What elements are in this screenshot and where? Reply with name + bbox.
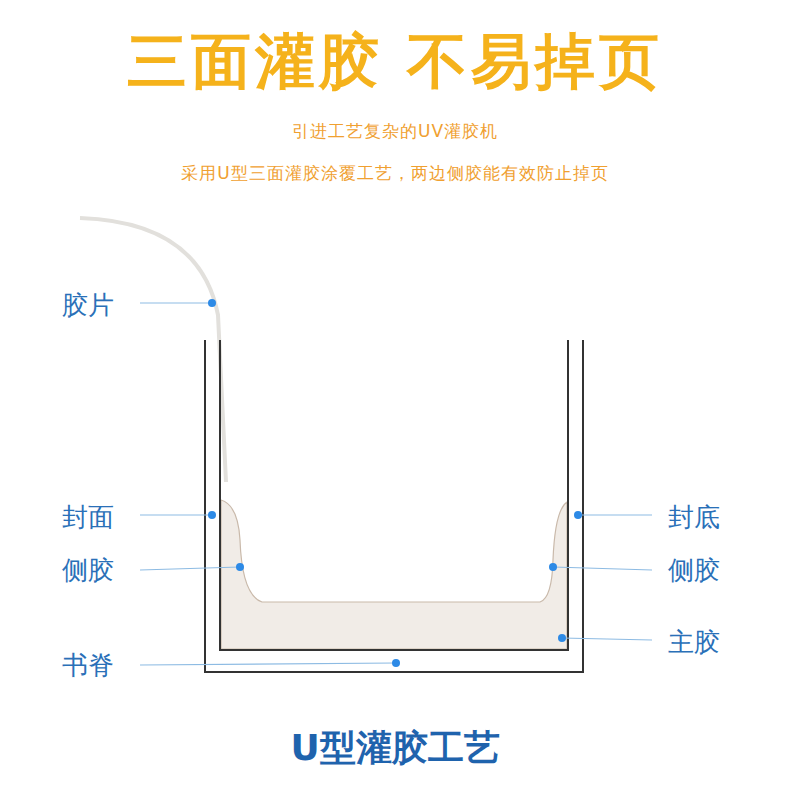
subtitle: 采用U型三面灌胶涂覆工艺，两边侧胶能有效防止掉页 — [181, 162, 608, 185]
part-label: 封面 — [62, 500, 114, 535]
leader-dots — [208, 299, 582, 667]
glue-body — [221, 500, 567, 649]
part-label: 主胶 — [668, 625, 720, 660]
part-label: 封底 — [668, 500, 720, 535]
headline: 三面灌胶 不易掉页 — [127, 22, 664, 103]
caption: U型灌胶工艺 — [290, 724, 499, 773]
part-label: 侧胶 — [62, 553, 114, 588]
leader-lines — [140, 303, 652, 665]
part-label: 书脊 — [62, 648, 114, 683]
subtitle: 引进工艺复杂的UV灌胶机 — [292, 120, 498, 143]
part-label: 侧胶 — [668, 553, 720, 588]
part-label: 胶片 — [62, 288, 114, 323]
book-block-outline — [220, 340, 568, 650]
cover-outline — [205, 340, 583, 672]
